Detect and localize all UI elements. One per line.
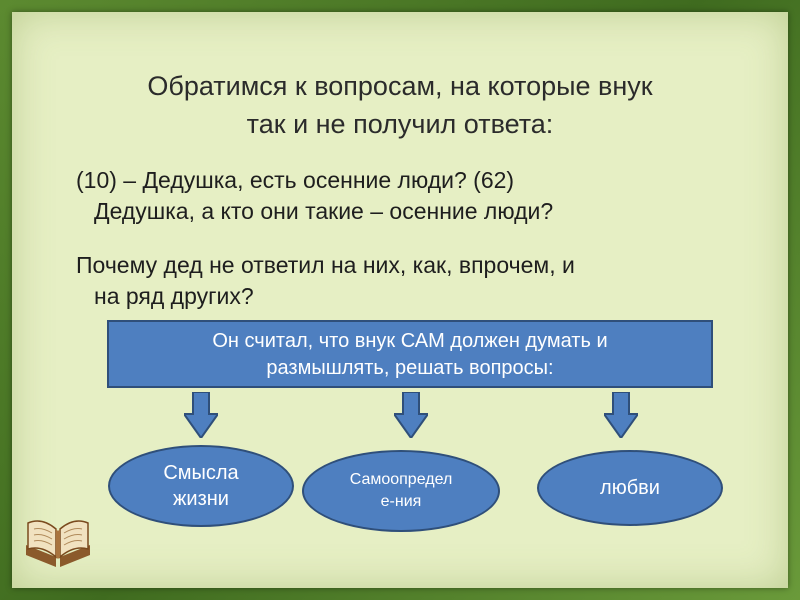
down-arrow-icon	[394, 392, 428, 438]
answer-line-2: размышлять, решать вопросы:	[266, 357, 554, 379]
question-line-2: Дедушка, а кто они такие – осенние люди?	[94, 198, 554, 224]
title-line-2: так и не получил ответа:	[246, 109, 554, 139]
down-arrow-icon	[184, 392, 218, 438]
oval-meaning-of-life: Смысла жизни	[108, 445, 294, 527]
oval2-line-1: Самоопредел	[349, 471, 453, 488]
oval-self-determination: Самоопредел е-ния	[302, 450, 500, 532]
why-line-1: Почему дед не ответил на них, как, впроч…	[76, 252, 575, 278]
question-paragraph: (10) – Дедушка, есть осенние люди? (62) …	[76, 165, 756, 227]
down-arrow-icon	[604, 392, 638, 438]
oval1-line-1: Смысла	[163, 462, 239, 484]
question-line-1: (10) – Дедушка, есть осенние люди? (62)	[76, 167, 515, 193]
oval-love: любви	[537, 450, 723, 526]
answer-line-1: Он считал, что внук САМ должен думать и	[212, 330, 608, 352]
oval1-line-2: жизни	[173, 488, 229, 510]
slide-title: Обратимся к вопросам, на которые внук та…	[42, 67, 758, 143]
oval2-line-2: е-ния	[380, 493, 422, 510]
open-book-icon	[26, 520, 90, 567]
why-paragraph: Почему дед не ответил на них, как, впроч…	[76, 250, 756, 312]
answer-box: Он считал, что внук САМ должен думать и …	[107, 320, 713, 388]
why-line-2: на ряд других?	[94, 283, 254, 309]
title-line-1: Обратимся к вопросам, на которые внук	[147, 71, 653, 101]
oval3-label: любви	[600, 476, 660, 499]
